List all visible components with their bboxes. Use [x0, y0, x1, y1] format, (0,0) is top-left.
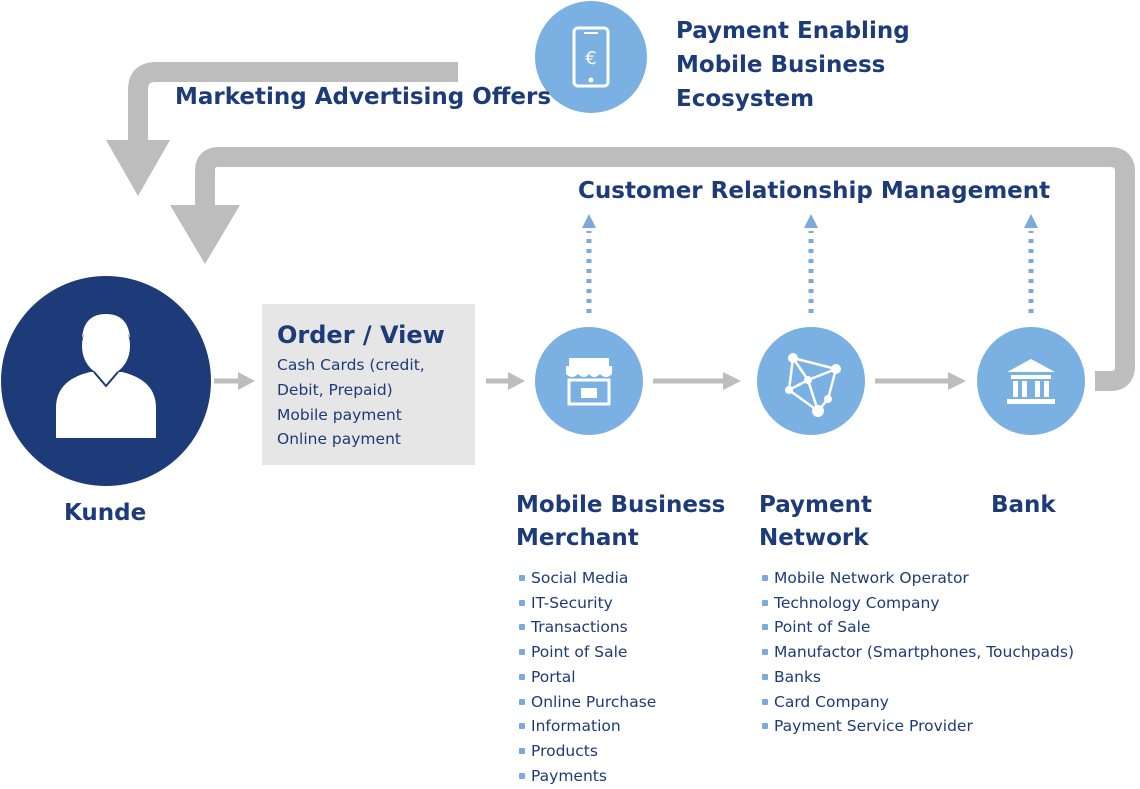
- bullet-icon: [519, 673, 525, 680]
- flow-arrow-network-bank: [875, 372, 966, 390]
- crm-arrow-merchant: [582, 214, 596, 313]
- list-item: Payment Service Provider: [760, 714, 1074, 739]
- bullet-icon: [519, 723, 525, 730]
- merchant-list: Social Media IT-Security Transactions Po…: [517, 566, 656, 788]
- list-item-label: Payments: [531, 766, 607, 785]
- network-title: Payment Network: [759, 489, 872, 555]
- list-item-label: Products: [531, 741, 598, 760]
- list-item-label: Point of Sale: [531, 643, 628, 662]
- marketing-label: Marketing Advertising Offers: [175, 84, 552, 110]
- bullet-icon: [762, 599, 768, 606]
- list-item-label: Manufactor (Smartphones, Touchpads): [774, 643, 1075, 662]
- list-item-label: IT-Security: [531, 593, 613, 612]
- merchant-title: Mobile Business Merchant: [516, 489, 725, 555]
- bullet-icon: [519, 624, 525, 631]
- smartphone-euro-icon: €: [535, 1, 647, 113]
- merchant-title-line: Merchant: [516, 525, 639, 551]
- order-item: Cash Cards (credit,: [277, 356, 425, 374]
- order-item: Debit, Prepaid): [277, 380, 393, 399]
- user-icon: [1, 276, 211, 486]
- bullet-icon: [519, 772, 525, 779]
- storefront-icon: [535, 327, 643, 435]
- list-item-label: Payment Service Provider: [774, 717, 973, 736]
- list-item: Mobile Network Operator: [760, 566, 1074, 591]
- crm-label: Customer Relationship Management: [578, 178, 1051, 204]
- list-item: Online Purchase: [517, 690, 656, 715]
- order-item: Online payment: [277, 430, 401, 449]
- bullet-icon: [519, 575, 525, 581]
- order-view-items: Cash Cards (credit, Debit, Prepaid) Mobi…: [277, 353, 425, 452]
- bullet-icon: [762, 575, 768, 581]
- bank-building-icon: [977, 327, 1085, 435]
- list-item: Payments: [517, 764, 656, 789]
- list-item: Social Media: [517, 566, 656, 591]
- list-item: Products: [517, 739, 656, 764]
- network-list: Mobile Network Operator Technology Compa…: [760, 566, 1074, 739]
- bullet-icon: [762, 723, 768, 730]
- list-item-label: Information: [531, 717, 621, 736]
- network-title-line: Network: [759, 525, 869, 551]
- list-item: Portal: [517, 665, 656, 690]
- list-item-label: Point of Sale: [774, 618, 871, 637]
- bullet-icon: [519, 649, 525, 656]
- list-item-label: Technology Company: [774, 593, 940, 612]
- list-item-label: Portal: [531, 667, 576, 686]
- network-title-line: Payment: [759, 492, 872, 518]
- bullet-icon: [762, 624, 768, 631]
- order-view-box: [262, 304, 475, 465]
- crm-arrow-bank: [1024, 214, 1038, 313]
- list-item: IT-Security: [517, 591, 656, 616]
- list-item-label: Banks: [774, 667, 822, 686]
- ecosystem-title-line: Ecosystem: [676, 86, 815, 112]
- ecosystem-title-line: Payment Enabling: [676, 18, 910, 44]
- order-view-title: Order / View: [277, 321, 445, 349]
- flow-arrow-merchant-network: [653, 372, 741, 390]
- merchant-title-line: Mobile Business: [516, 492, 726, 518]
- ecosystem-title: Payment Enabling Mobile Business Ecosyst…: [676, 14, 910, 116]
- bullet-icon: [519, 698, 525, 705]
- flow-arrow-kunde-order: [214, 372, 255, 390]
- list-item: Point of Sale: [760, 615, 1074, 640]
- bullet-icon: [762, 698, 768, 705]
- list-item-label: Mobile Network Operator: [774, 569, 969, 587]
- bullet-icon: [519, 599, 525, 606]
- list-item-label: Card Company: [774, 692, 889, 711]
- list-item: Card Company: [760, 690, 1074, 715]
- feedback-arrow: [170, 147, 1135, 391]
- list-item: Point of Sale: [517, 640, 656, 665]
- svg-text:€: €: [585, 48, 596, 69]
- list-item: Information: [517, 714, 656, 739]
- list-item-label: Online Purchase: [531, 692, 657, 711]
- list-item: Banks: [760, 665, 1074, 690]
- list-item: Transactions: [517, 615, 656, 640]
- flow-arrow-order-merchant: [486, 372, 525, 390]
- marketing-arrow: [106, 62, 458, 196]
- bank-title: Bank: [991, 492, 1056, 518]
- list-item: Technology Company: [760, 591, 1074, 616]
- bullet-icon: [762, 649, 768, 656]
- bullet-icon: [762, 673, 768, 680]
- order-item: Mobile payment: [277, 405, 402, 424]
- list-item: Manufactor (Smartphones, Touchpads): [760, 640, 1074, 665]
- customer-label: Kunde: [64, 500, 147, 526]
- crm-arrow-network: [804, 214, 818, 313]
- network-nodes-icon: [757, 327, 865, 435]
- ecosystem-title-line: Mobile Business: [676, 52, 886, 78]
- list-item-label: Transactions: [531, 618, 628, 637]
- bullet-icon: [519, 747, 525, 754]
- list-item-label: Social Media: [531, 569, 629, 587]
